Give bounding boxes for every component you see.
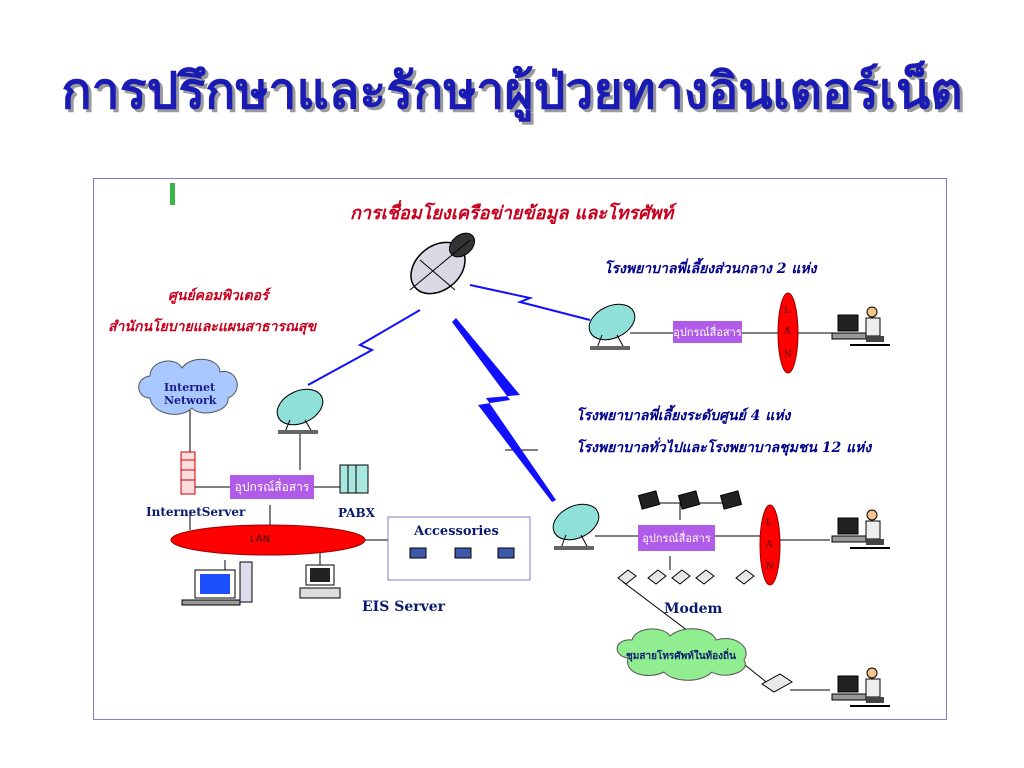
lan-label: LAN — [250, 534, 271, 545]
workstation-user-icon — [831, 667, 890, 707]
decorative-mark — [170, 183, 175, 205]
modem-icon — [617, 569, 755, 585]
diagram-heading: การเชื่อมโยงเครือข่ายข้อมูล และโทรศัพท์ — [350, 203, 674, 224]
comm-device-box-center: อุปกรณ์สื่อสาร — [230, 475, 314, 499]
satellite-icon — [409, 232, 476, 295]
general-hospitals-label: โรงพยาบาลทั่วไปและโรงพยาบาลชุมชน 12 แห่ง — [576, 440, 872, 456]
computer-center-label: ศูนย์คอมพิวเตอร์ — [168, 288, 269, 304]
modem-icon — [761, 673, 793, 693]
lan-letter: A — [784, 327, 791, 337]
lan-letter: N — [784, 350, 792, 360]
lan-letter: L — [766, 518, 772, 528]
internet-cloud — [138, 358, 238, 415]
lan-ellipse — [170, 524, 366, 556]
lan-letter: L — [784, 306, 790, 316]
accessories-label: Accessories — [414, 524, 499, 539]
desktop-pc-icon — [181, 561, 253, 606]
pabx-icon — [339, 464, 369, 494]
network-diagram-frame — [93, 178, 947, 720]
link-to-central-hospitals — [469, 284, 591, 321]
lan-ellipse — [759, 504, 781, 586]
pabx-label: PABX — [338, 506, 375, 520]
eis-server-label: EIS Server — [362, 599, 446, 615]
lan-ellipse — [777, 292, 799, 374]
comm-device-box-central: อุปกรณ์สื่อสาร — [673, 321, 742, 343]
lan-letter: A — [766, 540, 773, 550]
modem-label: Modem — [664, 601, 723, 617]
lan-letter: N — [766, 562, 774, 572]
policy-office-label: สำนักนโยบายและแผนสาธารณสุข — [108, 319, 317, 335]
camera-icon — [409, 547, 515, 559]
central-hospitals-label: โรงพยาบาลพี่เลี้ยงส่วนกลาง 2 แห่ง — [604, 261, 817, 277]
link-to-regional-hospitals — [452, 318, 556, 502]
telephone-icon — [637, 490, 743, 510]
comm-device-box-regional: อุปกรณ์สื่อสาร — [638, 525, 715, 551]
wireless-links — [307, 284, 591, 386]
local-phone-network-cloud — [616, 628, 747, 681]
internet-server-icon — [180, 451, 196, 495]
dish-icon — [552, 503, 600, 550]
local-phone-network-label: ชุมสายโทรศัพท์ในท้องถิ่น — [626, 651, 736, 662]
regional-hospitals-label: โรงพยาบาลพี่เลี้ยงระดับศูนย์ 4 แห่ง — [576, 408, 791, 424]
page-title: การปรึกษาและรักษาผู้ป่วยทางอินเตอร์เน็ต — [61, 62, 963, 120]
dish-icon — [588, 303, 636, 350]
dish-icon — [276, 388, 324, 434]
workstation-user-icon — [831, 306, 890, 346]
internet-server-label: InternetServer — [146, 505, 246, 519]
link-to-computer-center — [307, 309, 421, 386]
eis-server-icon — [299, 564, 341, 599]
internet-network-label: Internet Network — [164, 381, 217, 407]
workstation-user-icon — [831, 509, 890, 549]
